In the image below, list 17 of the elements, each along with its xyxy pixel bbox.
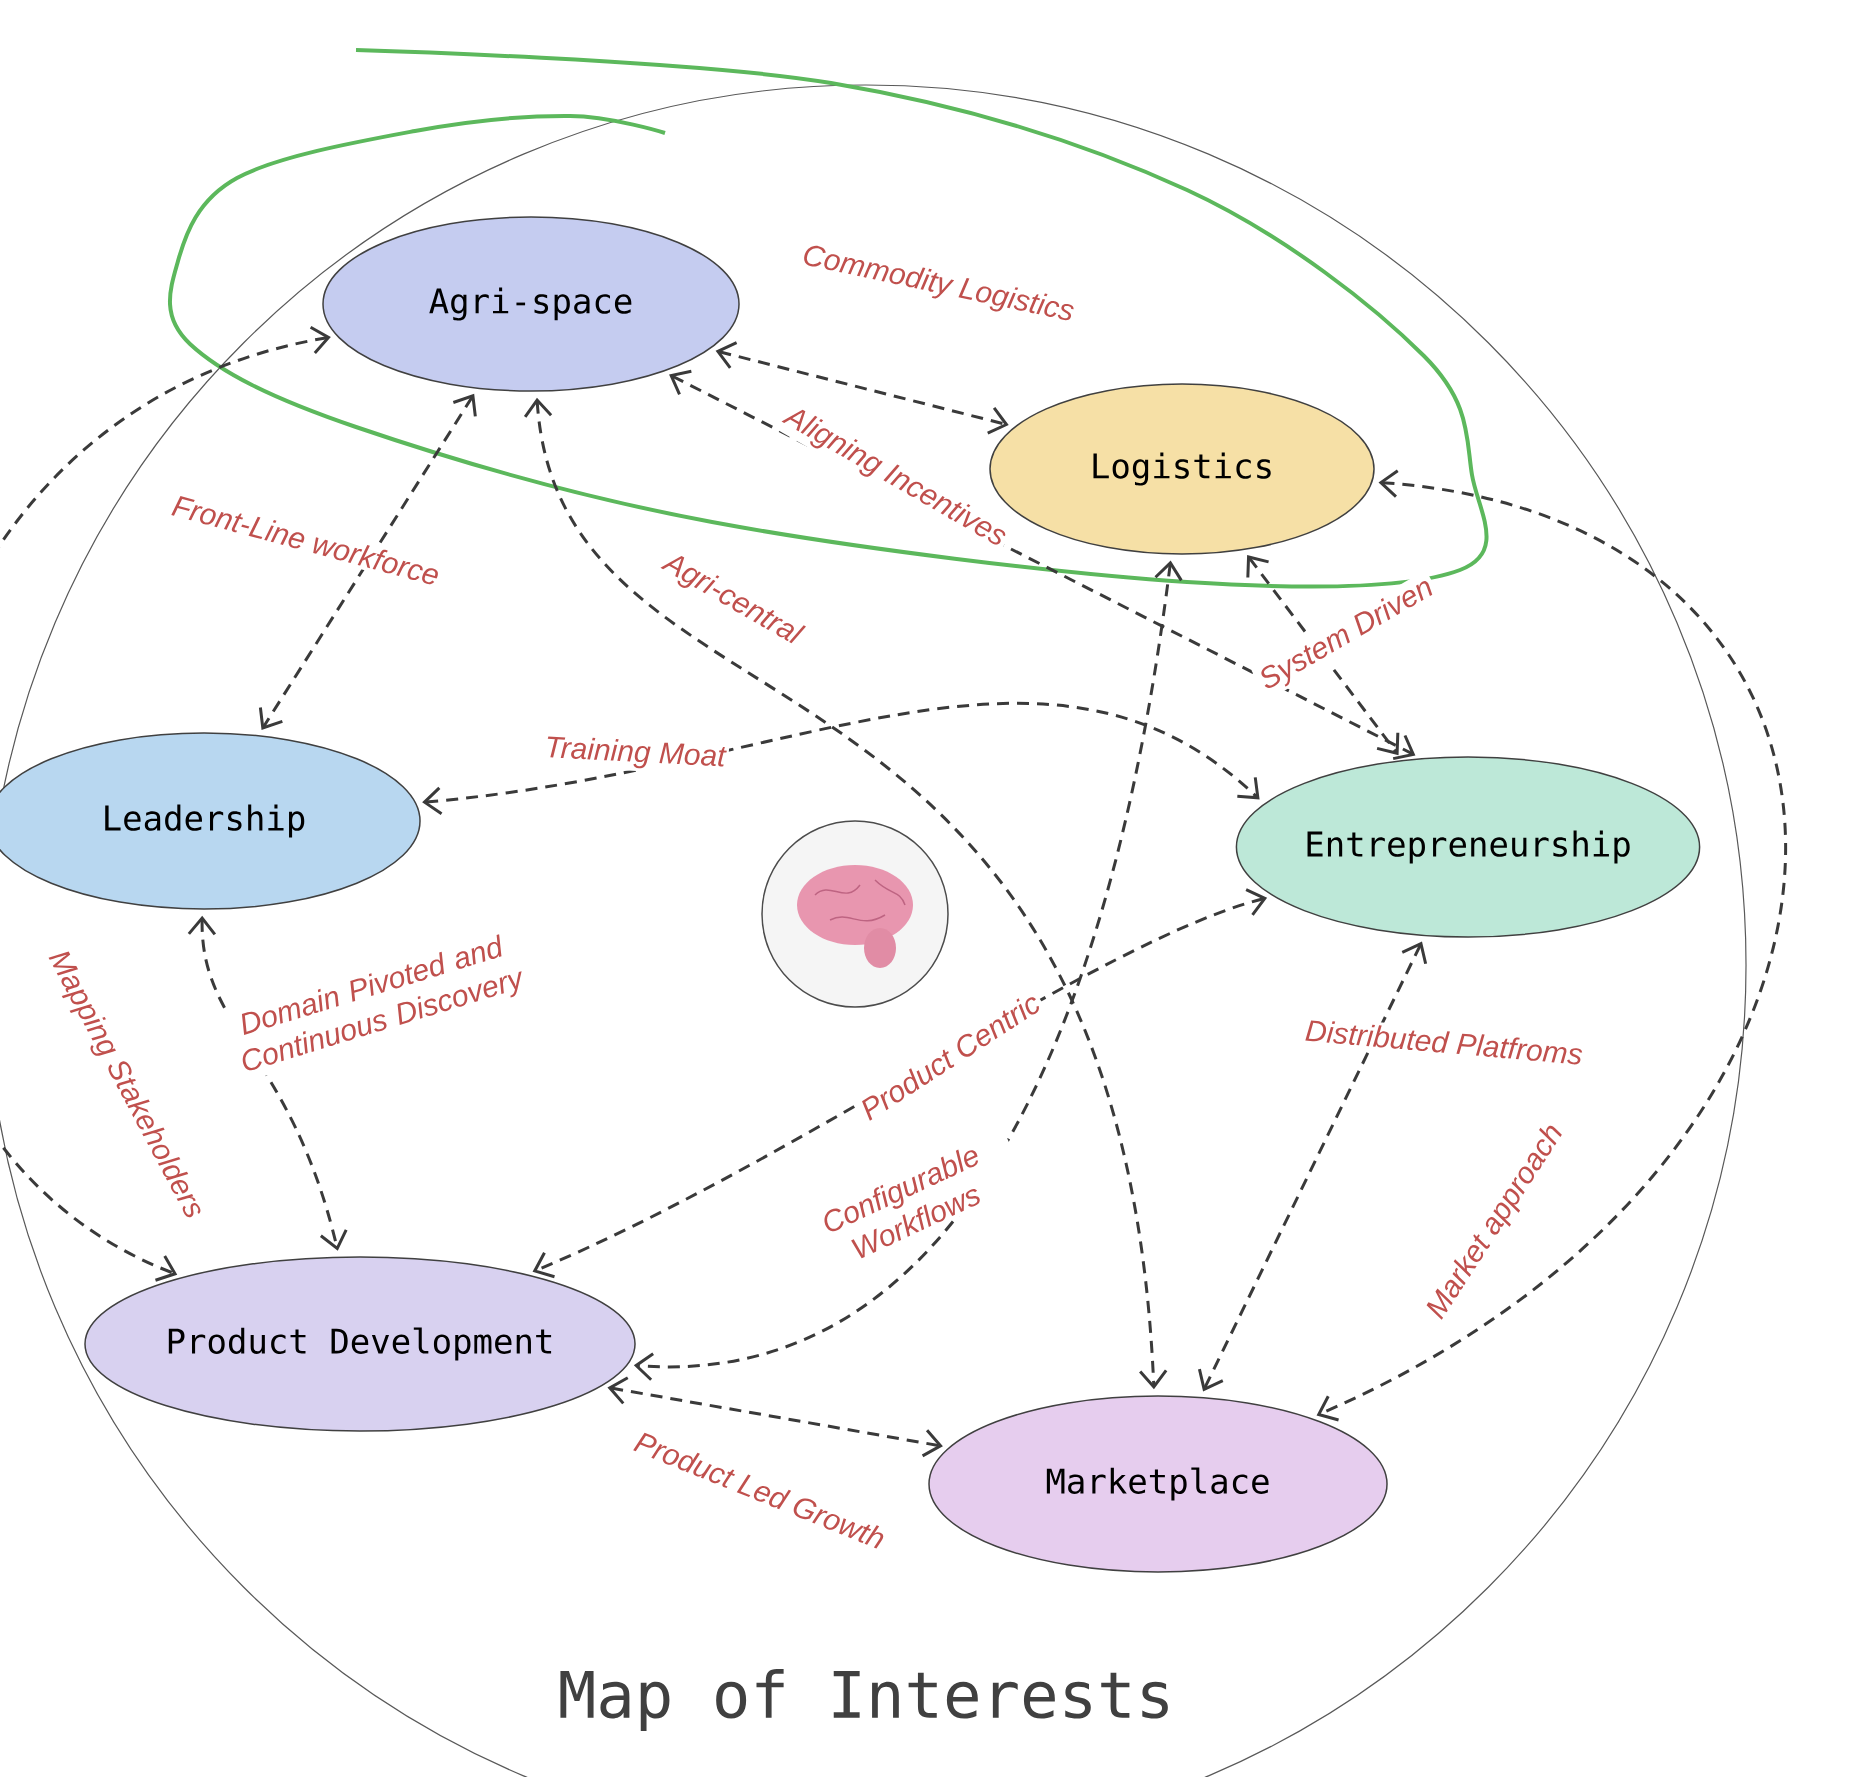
ellipse-node: Agri-space: [322, 216, 740, 392]
arrow: [1197, 941, 1428, 1392]
title: Map of Interests: [560, 1669, 1168, 1731]
ellipse-node: Marketplace: [928, 1395, 1388, 1573]
arrow: [715, 341, 1009, 435]
arrow: [1246, 555, 1400, 756]
edge-label: Distributed Platfroms: [1301, 1015, 1587, 1069]
arrow: [633, 560, 1183, 1381]
arrow: [258, 393, 477, 731]
arrow: [523, 397, 1168, 1390]
edge-label: Training Moat: [540, 732, 730, 776]
arrow: [1316, 469, 1787, 1422]
ellipse-node: Product Development: [84, 1256, 636, 1432]
arrow: [607, 1376, 943, 1458]
ellipse-node: Entrepreneurship: [1235, 756, 1701, 938]
arrow: [422, 702, 1260, 815]
arrow: [0, 326, 331, 1282]
